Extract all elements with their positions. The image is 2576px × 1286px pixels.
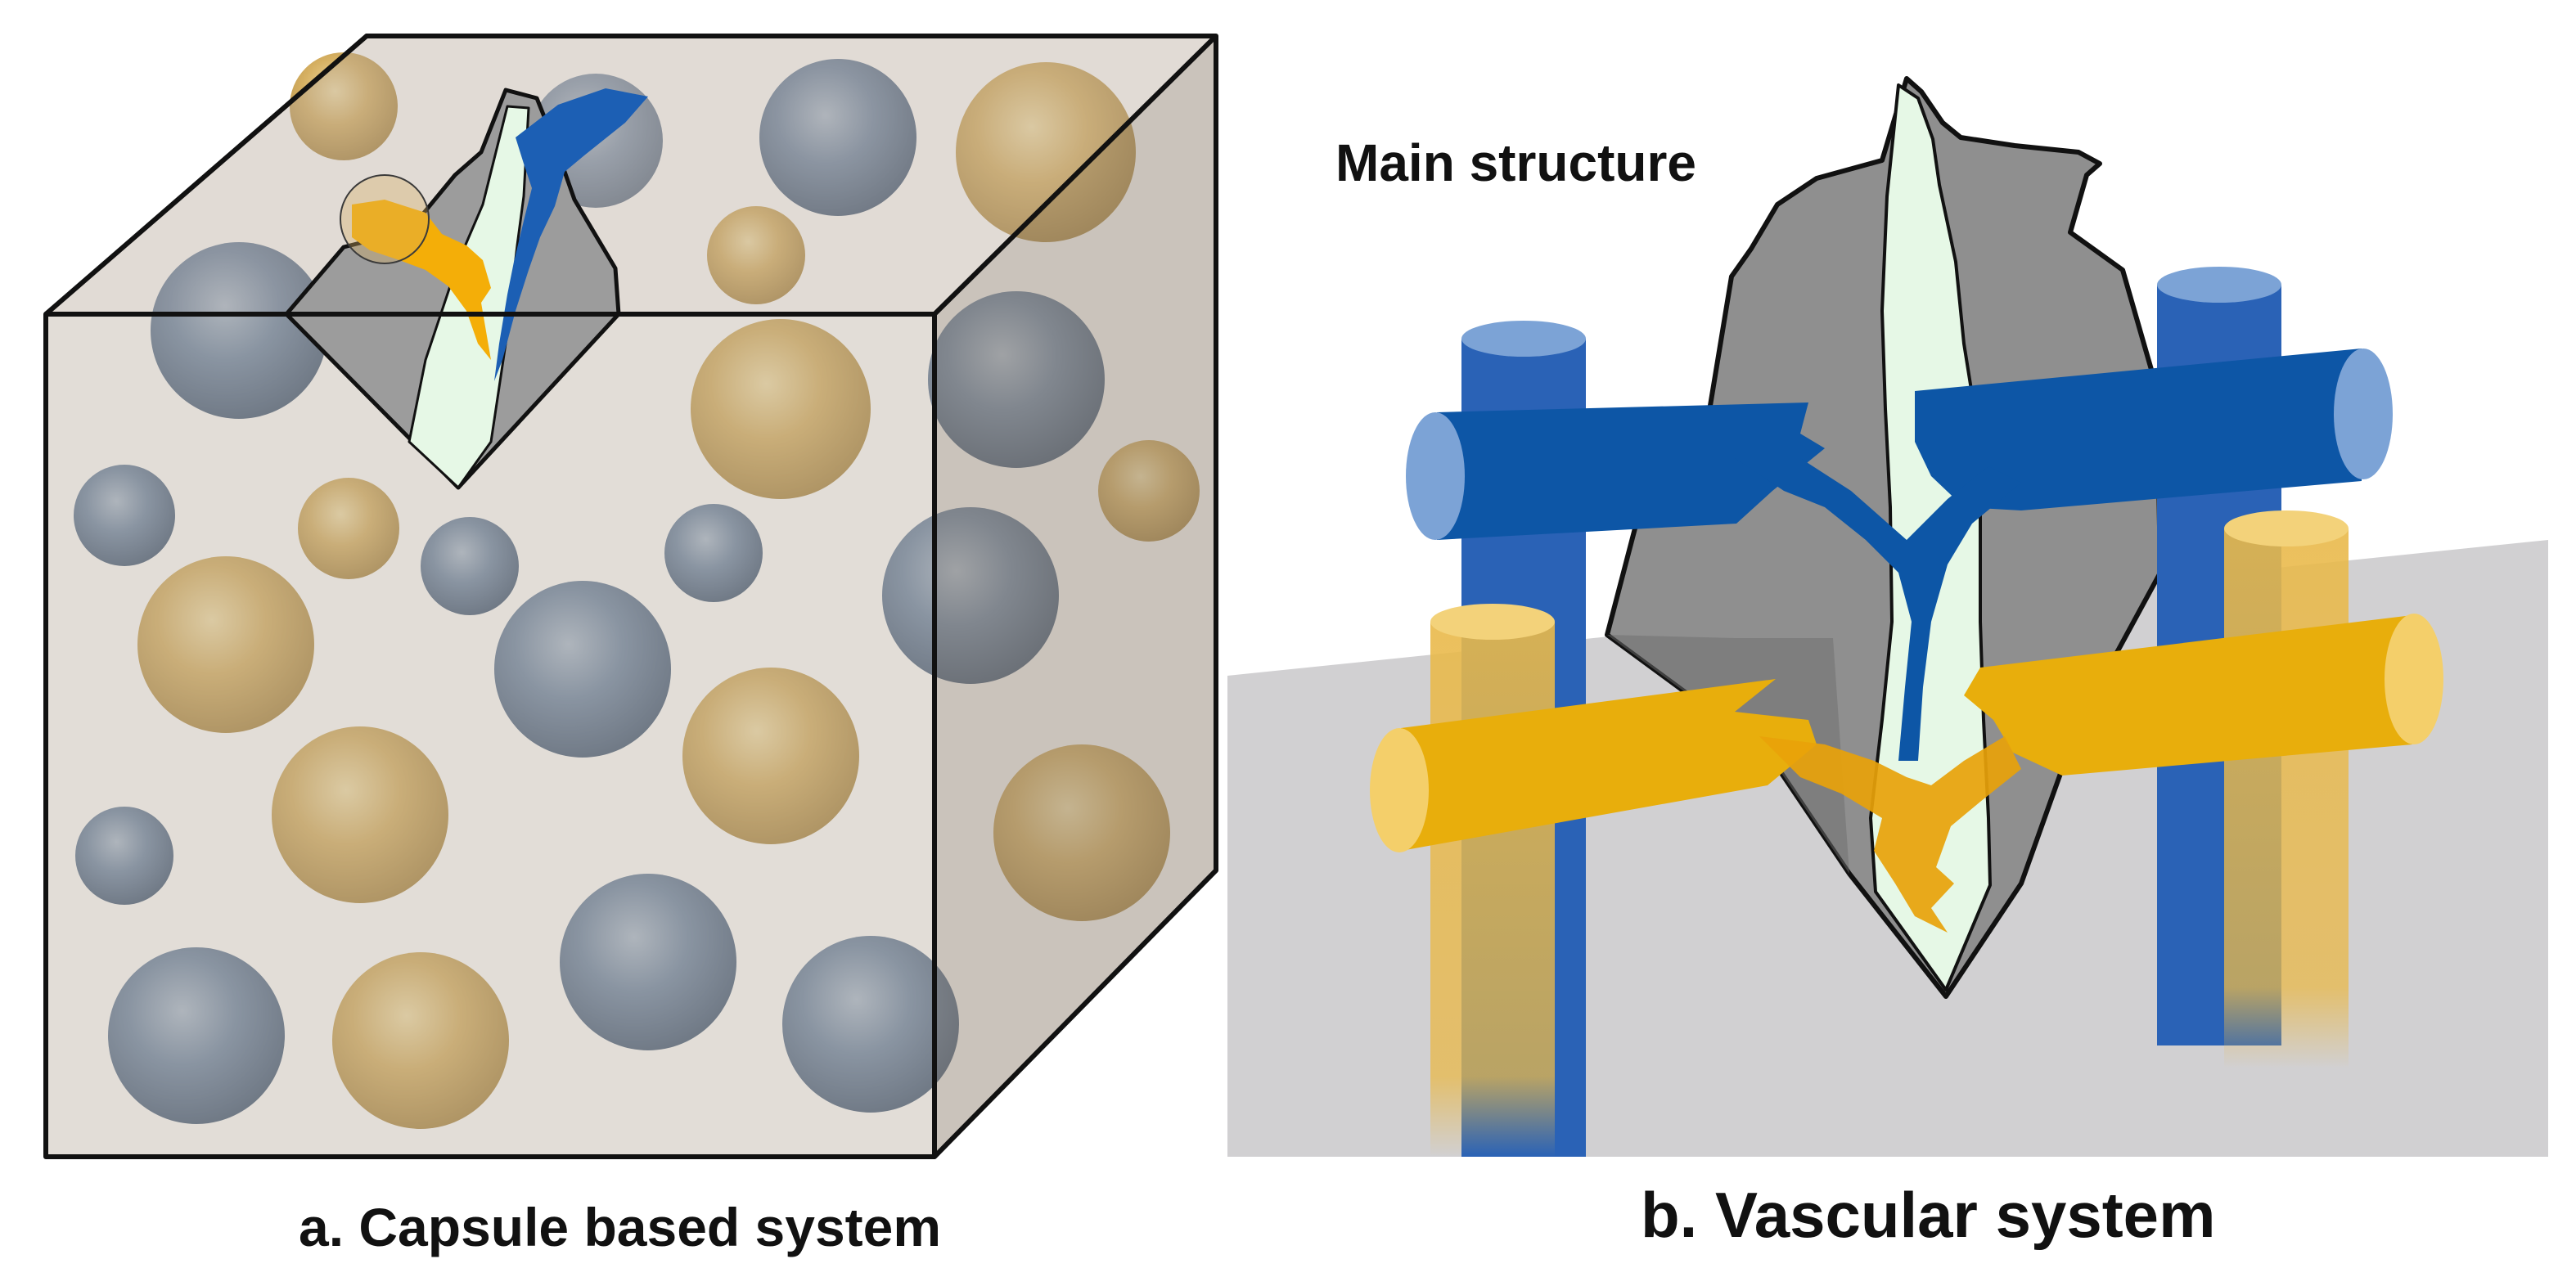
blue-tube-end-left xyxy=(1406,412,1465,540)
blue-tube-cap-right xyxy=(2157,267,2281,303)
gold-capsule xyxy=(332,952,509,1129)
gold-tube-cap-right xyxy=(2224,510,2349,546)
gold-capsule xyxy=(682,668,859,844)
blue-capsule xyxy=(108,947,285,1124)
cube-right-face xyxy=(934,36,1216,1157)
blue-capsule xyxy=(494,581,671,758)
blue-capsule xyxy=(759,59,916,216)
blue-capsule xyxy=(421,517,519,615)
blue-healing-flow xyxy=(1735,458,2021,761)
gold-capsule xyxy=(272,726,448,903)
gold-vertical-tube-left xyxy=(1430,622,1555,1157)
caption-capsule-system: a. Capsule based system xyxy=(299,1197,942,1257)
gold-horizontal-tube-left xyxy=(1401,679,1817,851)
blue-horizontal-tube-right xyxy=(1915,348,2362,510)
blue-tube-cap-left xyxy=(1461,321,1586,357)
gold-healing-flow xyxy=(1759,736,2021,933)
released-healing-agent-gold xyxy=(352,200,491,360)
blue-capsule xyxy=(151,242,327,419)
blue-horizontal-tube-left xyxy=(1437,402,1825,540)
vascular-panel xyxy=(1227,0,2553,1157)
gold-capsule xyxy=(691,319,871,499)
caption-vascular-system: b. Vascular system xyxy=(1641,1179,2216,1251)
blue-capsule xyxy=(75,807,173,905)
gold-tube-cap-left xyxy=(1430,604,1555,640)
gold-capsule xyxy=(707,206,805,304)
crack-opening xyxy=(284,88,648,490)
blue-tube-end-right xyxy=(2334,348,2393,479)
blue-capsule xyxy=(782,936,959,1113)
main-structure-label: Main structure xyxy=(1335,133,1696,192)
gold-capsule xyxy=(137,556,314,733)
released-healing-agent-blue xyxy=(494,88,648,381)
blue-capsule xyxy=(560,874,736,1050)
gold-vascular-network xyxy=(1370,510,2443,1157)
blue-capsule xyxy=(664,504,763,602)
cube-edges xyxy=(43,34,1218,1159)
gold-tube-end-right xyxy=(2385,614,2443,744)
gold-vertical-tube-right xyxy=(2224,528,2349,1068)
cube-front-face xyxy=(46,314,934,1157)
gold-tube-end-left xyxy=(1370,728,1429,852)
ruptured-gold-capsule xyxy=(340,174,430,264)
cube-top-face xyxy=(46,36,1216,314)
capsule-cube-panel xyxy=(43,34,1218,1159)
blue-capsule xyxy=(74,465,175,566)
gold-capsule xyxy=(298,478,399,579)
gold-horizontal-tube-right xyxy=(1964,615,2412,776)
